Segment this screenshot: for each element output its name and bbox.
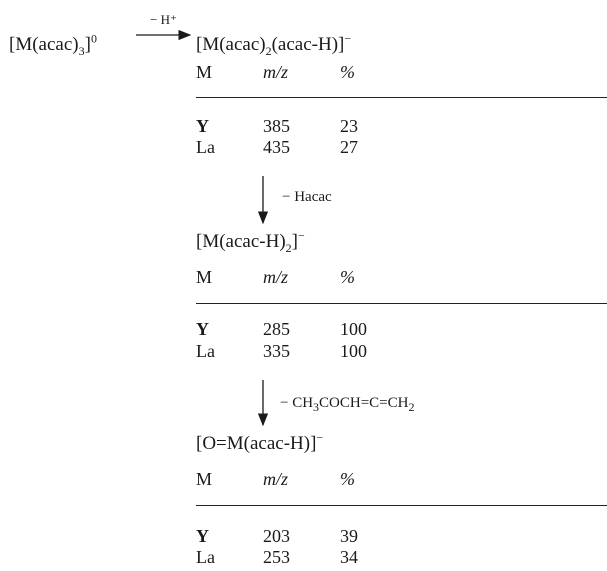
header-metal: M <box>196 267 213 287</box>
header-percent: % <box>340 267 355 287</box>
header-percent: % <box>340 62 355 82</box>
header-mz: m/z <box>263 62 289 82</box>
percent-value: 39 <box>340 526 358 546</box>
metal-symbol: La <box>196 341 215 361</box>
percent-value: 23 <box>340 116 358 136</box>
header-mz: m/z <box>263 267 289 287</box>
percent-value: 100 <box>340 341 367 361</box>
loss-label-1: − Hacac <box>282 189 332 205</box>
ion-formula-3: [O=M(acac-H)]− <box>196 430 324 454</box>
percent-value: 100 <box>340 319 367 339</box>
loss-label-2: − CH3COCH=C=CH2 <box>280 395 415 414</box>
mz-value: 203 <box>263 526 290 546</box>
ion-formula-2: [M(acac-H)2]− <box>196 228 305 255</box>
metal-symbol: La <box>196 547 215 567</box>
mz-value: 385 <box>263 116 290 136</box>
percent-value: 34 <box>340 547 358 567</box>
metal-symbol: Y <box>196 526 209 546</box>
header-metal: M <box>196 62 213 82</box>
mz-value: 335 <box>263 341 290 361</box>
table-rule <box>196 505 607 506</box>
mz-value: 253 <box>263 547 290 567</box>
header-percent: % <box>340 469 355 489</box>
mz-value: 435 <box>263 137 290 157</box>
mz-value: 285 <box>263 319 290 339</box>
table-rule <box>196 97 607 98</box>
deprotonation-label: − H⁺ <box>150 12 177 27</box>
percent-value: 27 <box>340 137 358 157</box>
header-mz: m/z <box>263 469 289 489</box>
table-rule <box>196 303 607 304</box>
metal-symbol: Y <box>196 319 209 339</box>
header-metal: M <box>196 469 213 489</box>
metal-symbol: Y <box>196 116 209 136</box>
ion-formula-1: [M(acac)2(acac-H)]− <box>196 31 352 58</box>
metal-symbol: La <box>196 137 215 157</box>
reactant-formula: [M(acac)3]0 <box>9 31 97 58</box>
